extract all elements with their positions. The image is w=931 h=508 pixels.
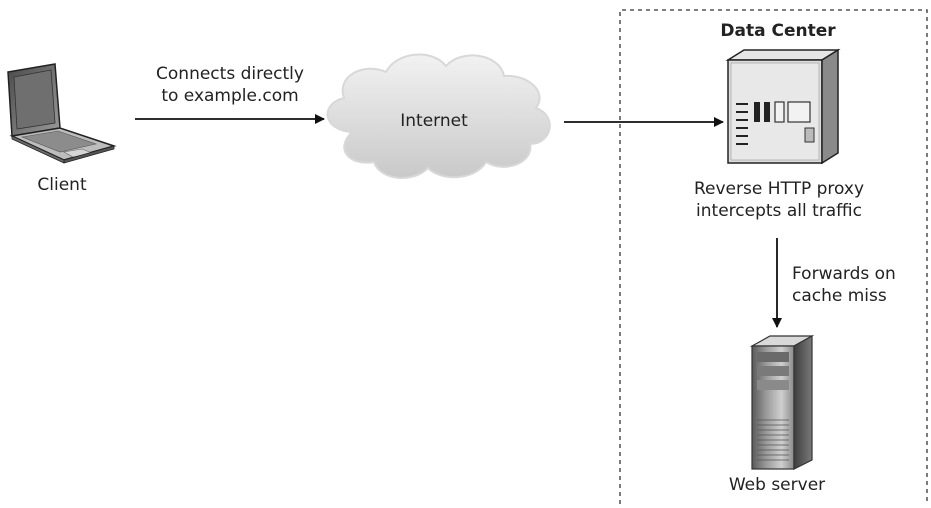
data-center-title: Data Center (720, 21, 836, 41)
internet-label: Internet (400, 111, 468, 131)
client-label: Client (37, 175, 87, 195)
web-server-label: Web server (728, 475, 826, 495)
proxy-server-icon (725, 48, 841, 165)
data-center-boundary (619, 9, 928, 504)
tower-server-icon (749, 334, 815, 470)
proxy-label-line1: Reverse HTTP proxy (693, 179, 865, 199)
client-link-label-line2: to example.com (161, 86, 299, 106)
client-link-label-line1: Connects directly (156, 64, 304, 84)
proxy-label-line2: intercepts all traffic (696, 201, 862, 221)
forward-label-line2: cache miss (792, 286, 887, 306)
laptop-icon (7, 63, 117, 164)
cloud-icon (326, 53, 551, 180)
forward-label-line1: Forwards on (792, 264, 896, 284)
